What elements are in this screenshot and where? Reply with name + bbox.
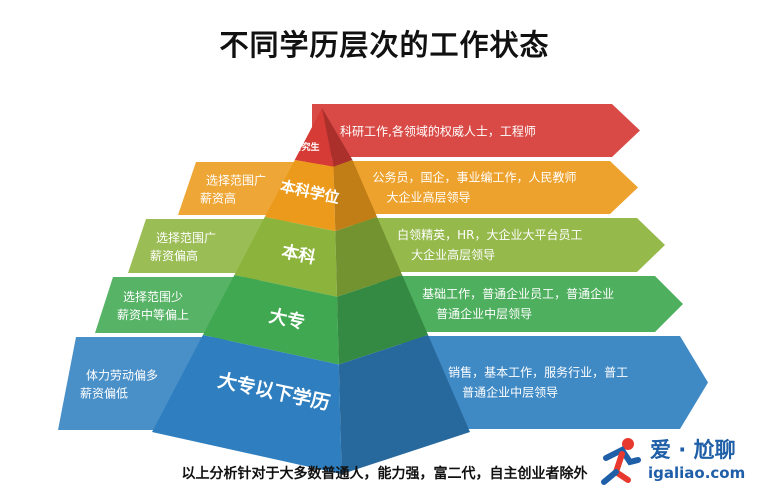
right-arrow-1: 科研工作,各领域的权威人士，工程师 <box>312 104 640 157</box>
site-logo: 爱 · 尬聊 igaliao.com <box>598 432 766 494</box>
left-text-5-2: 薪资偏低 <box>80 386 128 401</box>
right-text-5-2: 普通企业中层领导 <box>462 385 558 400</box>
right-text-1-1: 科研工作,各领域的权威人士，工程师 <box>340 124 536 139</box>
left-text-3-2: 薪资偏高 <box>150 248 198 263</box>
right-text-2-1: 公务员，国企，事业编工作，人民教师 <box>372 170 576 185</box>
logo-url: igaliao.com <box>648 464 746 482</box>
page-title: 不同学历层次的工作状态 <box>219 28 550 62</box>
running-person-icon <box>601 438 641 485</box>
pyramid-band-1 <box>294 108 353 167</box>
right-text-4-2: 普通企业中层领导 <box>436 306 532 321</box>
level-name-1: 研究生 <box>292 141 319 153</box>
footnote: 以上分析针对于大多数普通人，能力强，富二代，自主创业者除外 <box>181 466 588 482</box>
right-text-2-2: 大企业高层领导 <box>386 190 470 205</box>
pyramid-band-4 <box>202 275 429 365</box>
left-text-3-1: 选择范围广 <box>156 231 216 245</box>
left-text-4-1: 选择范围少 <box>123 290 183 304</box>
logo-name: 爱 · 尬聊 <box>650 438 736 462</box>
left-text-5-1: 体力劳动偏多 <box>86 368 158 383</box>
pyramid-band-5 <box>152 335 470 475</box>
left-text-2-2: 薪资高 <box>200 191 236 206</box>
right-text-4-1: 基础工作，普通企业员工，普通企业 <box>422 286 614 301</box>
right-text-3-2: 大企业高层领导 <box>411 247 495 262</box>
pyramid-band-3 <box>234 217 403 297</box>
left-text-2-1: 选择范围广 <box>206 174 266 188</box>
right-text-5-1: 销售，基本工作，服务行业，普工 <box>448 365 628 380</box>
right-text-3-1: 白领精英，HR，大企业大平台员工 <box>397 227 582 242</box>
pyramid-band-2 <box>264 160 378 232</box>
left-text-4-2: 薪资中等偏上 <box>117 307 189 322</box>
